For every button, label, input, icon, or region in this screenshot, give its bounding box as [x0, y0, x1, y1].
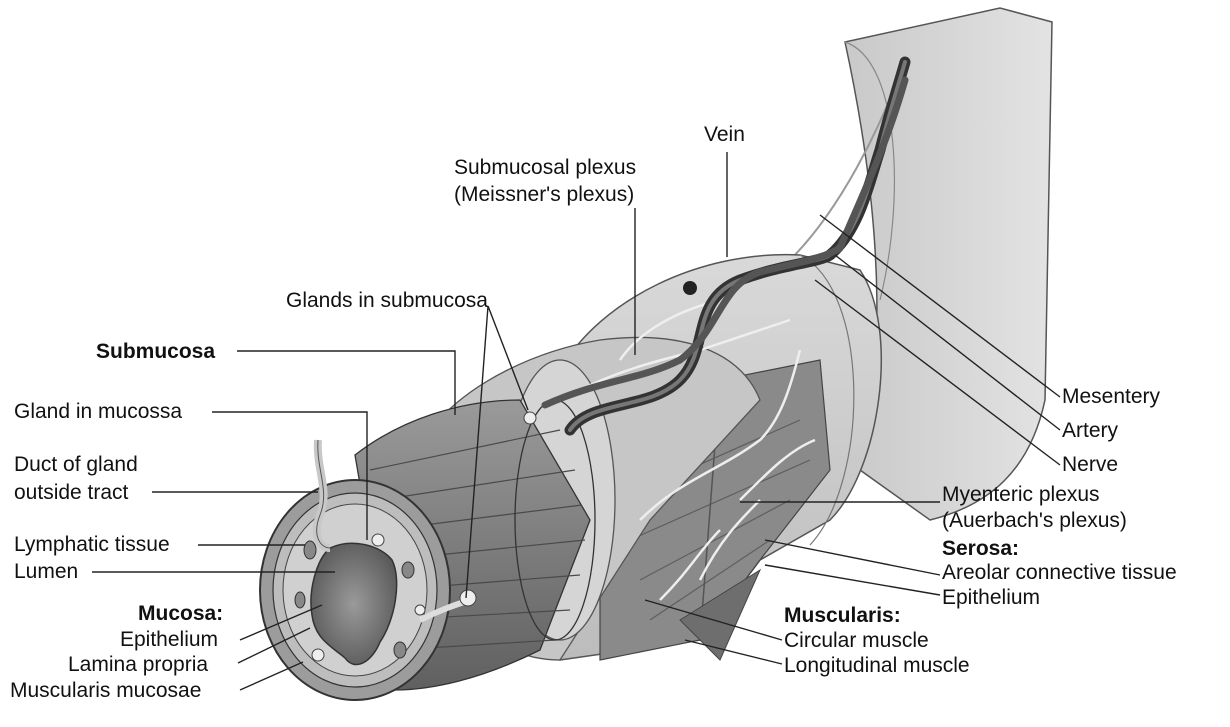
label-muscularis-mucosae: Muscularis mucosae — [10, 678, 201, 703]
label-gland-in-mucossa: Gland in mucossa — [14, 399, 182, 424]
label-meissners-plexus: (Meissner's plexus) — [454, 182, 634, 207]
label-submucosa: Submucosa — [96, 339, 215, 364]
label-glands-in-submucosa: Glands in submucosa — [286, 288, 488, 313]
label-lymphatic-tissue: Lymphatic tissue — [14, 532, 170, 557]
label-serosa-heading: Serosa: — [942, 536, 1019, 561]
label-muscularis-heading: Muscularis: — [784, 603, 901, 628]
label-auerbachs-plexus: (Auerbach's plexus) — [942, 508, 1127, 533]
label-artery: Artery — [1062, 418, 1118, 443]
vein-cut-end — [683, 281, 697, 295]
label-mesentery: Mesentery — [1062, 384, 1160, 409]
label-vein: Vein — [704, 122, 745, 147]
label-nerve: Nerve — [1062, 452, 1118, 477]
cross-section — [260, 480, 450, 700]
label-epithelium-mucosa: Epithelium — [120, 627, 218, 652]
submucosa-gland-upper — [524, 412, 536, 424]
label-duct-of-gland: Duct of gland — [14, 452, 138, 477]
label-lumen: Lumen — [14, 559, 78, 584]
submucosa-gland — [460, 590, 476, 606]
label-longitudinal-muscle: Longitudinal muscle — [784, 653, 970, 678]
label-lamina-propria: Lamina propria — [68, 652, 208, 677]
label-epithelium-serosa: Epithelium — [942, 585, 1040, 610]
label-mucosa-heading: Mucosa: — [138, 601, 223, 626]
label-submucosal-plexus: Submucosal plexus — [454, 155, 636, 180]
label-areolar-connective-tissue: Areolar connective tissue — [942, 560, 1177, 585]
label-circular-muscle: Circular muscle — [784, 628, 929, 653]
label-myenteric-plexus: Myenteric plexus — [942, 482, 1100, 507]
label-outside-tract: outside tract — [14, 480, 128, 505]
